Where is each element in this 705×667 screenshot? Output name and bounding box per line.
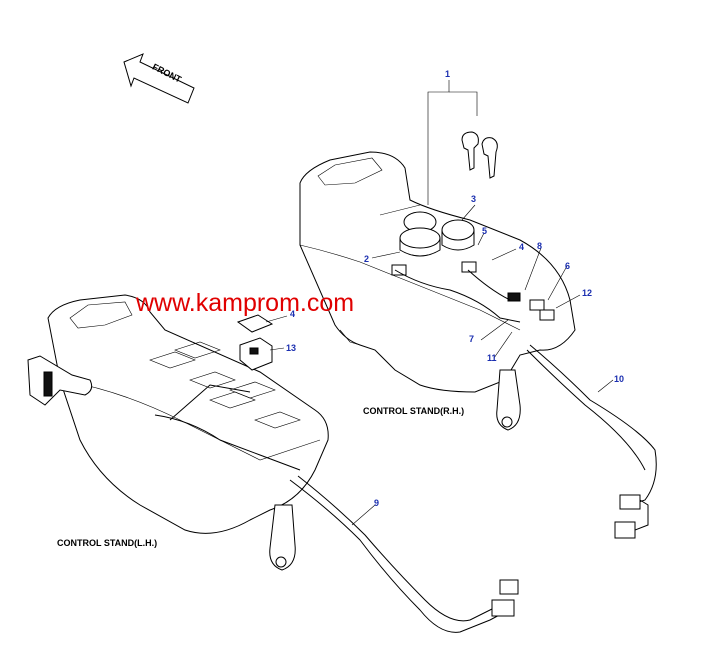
control-stand-rh-label: CONTROL STAND(R.H.): [363, 406, 464, 416]
watermark: www.kamprom.com: [135, 289, 354, 317]
callout-13: 13: [286, 343, 296, 353]
callout-3: 3: [471, 194, 476, 204]
callout-labels: 1 2 3 5 4 8 6 12 7 11 4 13 10 9: [286, 69, 624, 508]
callout-10: 10: [614, 374, 624, 384]
callout-4b: 4: [290, 309, 295, 319]
callout-7: 7: [469, 334, 474, 344]
control-stand-rh: [299, 131, 576, 431]
callout-4a: 4: [519, 242, 524, 252]
callout-2: 2: [364, 254, 369, 264]
leader-lines: [265, 80, 614, 526]
callout-8: 8: [537, 241, 542, 251]
control-stand-lh: [27, 294, 329, 571]
callout-1: 1: [445, 69, 450, 79]
front-arrow: FRONT: [123, 53, 195, 104]
callout-9: 9: [374, 498, 379, 508]
harness-10: [529, 344, 657, 506]
callout-11: 11: [487, 353, 497, 363]
control-stand-lh-label: CONTROL STAND(L.H.): [57, 538, 157, 548]
callout-5: 5: [482, 226, 487, 236]
callout-12: 12: [582, 288, 592, 298]
harness-9: [289, 479, 506, 633]
callout-6: 6: [565, 261, 570, 271]
